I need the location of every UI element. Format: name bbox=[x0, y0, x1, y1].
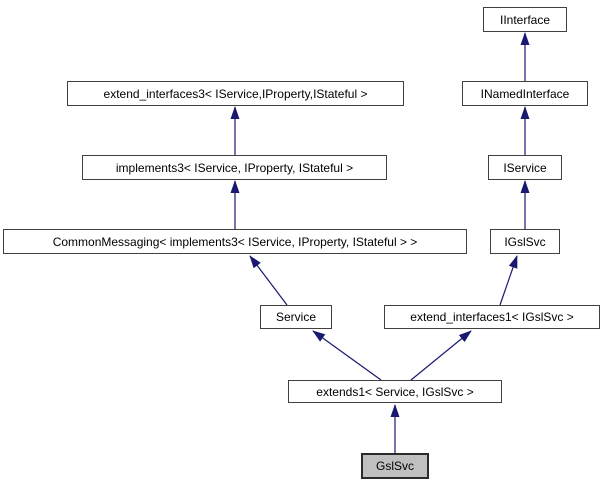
class-node-iinterface[interactable]: IInterface bbox=[483, 7, 567, 32]
class-node-extend-interfaces3[interactable]: extend_interfaces3< IService,IProperty,I… bbox=[67, 81, 404, 106]
inheritance-arrow-extends1-to-service bbox=[312, 330, 382, 381]
inheritance-arrow-service-to-commonmessaging bbox=[249, 255, 288, 306]
class-node-extends1[interactable]: extends1< Service, IGslSvc > bbox=[288, 380, 502, 403]
class-node-iservice[interactable]: IService bbox=[488, 155, 562, 180]
inheritance-arrow-extendinterfaces1-to-igslsvc bbox=[499, 255, 518, 306]
class-node-service[interactable]: Service bbox=[260, 305, 332, 329]
class-node-inamedinterface[interactable]: INamedInterface bbox=[462, 81, 588, 106]
class-node-commonmessaging[interactable]: CommonMessaging< implements3< IService, … bbox=[3, 229, 467, 254]
class-node-extend-interfaces1[interactable]: extend_interfaces1< IGslSvc > bbox=[384, 305, 600, 329]
inheritance-arrow-extends1-to-extendinterfaces1 bbox=[410, 330, 472, 381]
class-node-implements3[interactable]: implements3< IService, IProperty, IState… bbox=[82, 155, 387, 180]
class-node-gslsvc-current: GslSvc bbox=[361, 453, 429, 479]
class-node-igslsvc[interactable]: IGslSvc bbox=[490, 229, 560, 254]
